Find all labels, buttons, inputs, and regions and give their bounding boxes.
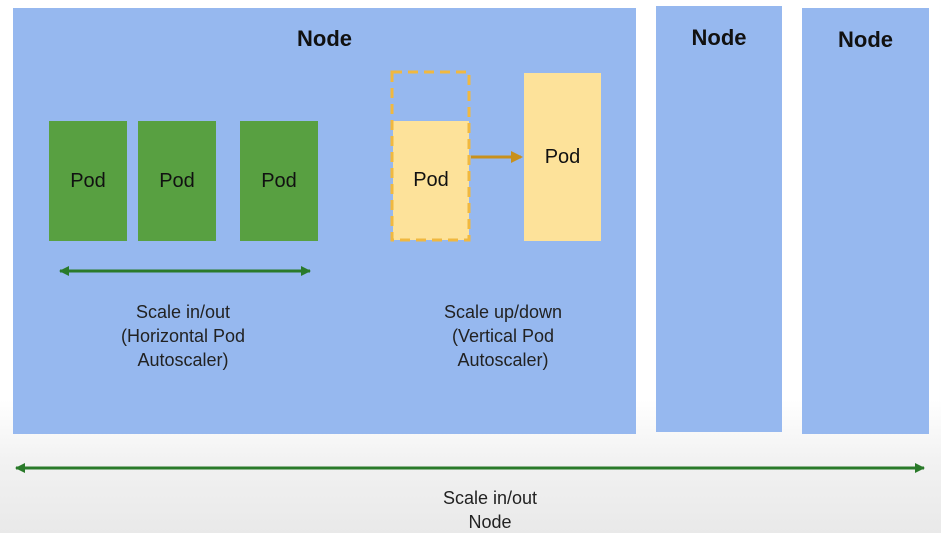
caption-vertical-line3: Autoscaler) <box>457 350 549 370</box>
pod-vertical-after: Pod <box>524 73 601 241</box>
pod-horizontal-2: Pod <box>138 121 216 241</box>
caption-vertical-line2: (Vertical Pod <box>451 326 555 346</box>
node-second-title: Node <box>691 25 747 50</box>
node-third: Node <box>802 8 929 434</box>
pod-vertical-before: Pod <box>393 121 469 240</box>
dashed-pod-outline <box>390 70 471 242</box>
caption-vertical: Scale up/down (Vertical Pod Autoscaler) <box>403 300 603 372</box>
caption-horizontal-line1: Scale in/out <box>135 302 231 322</box>
node-third-title: Node <box>838 27 893 52</box>
caption-node-scaling: Scale in/out Node <box>390 486 590 534</box>
pod-horizontal-3: Pod <box>240 121 318 241</box>
caption-horizontal-line2: (Horizontal Pod <box>120 326 246 346</box>
caption-horizontal-line3: Autoscaler) <box>137 350 229 370</box>
caption-node-scaling-line2: Node <box>468 512 512 532</box>
caption-node-scaling-line1: Scale in/out <box>442 488 538 508</box>
node-second: Node <box>656 6 782 432</box>
caption-vertical-line1: Scale up/down <box>443 302 563 322</box>
node-main-title: Node <box>297 26 352 51</box>
pod-horizontal-1: Pod <box>49 121 127 241</box>
caption-horizontal: Scale in/out (Horizontal Pod Autoscaler) <box>83 300 283 372</box>
